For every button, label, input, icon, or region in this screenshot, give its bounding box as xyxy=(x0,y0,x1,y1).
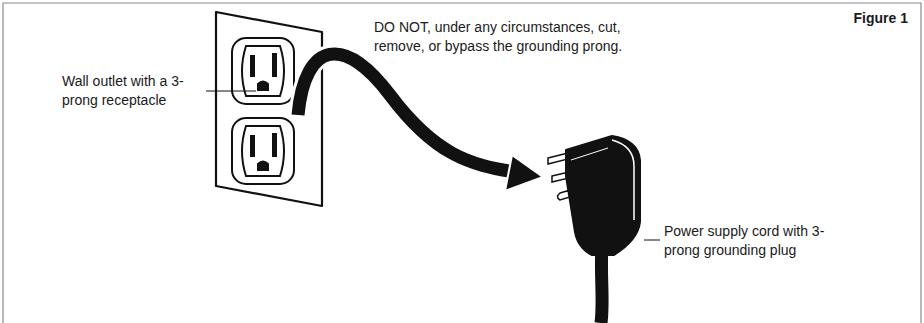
figure-frame xyxy=(3,3,921,323)
part-label: Power supply cord with 3-prong grounding… xyxy=(664,222,839,260)
leader-line xyxy=(206,91,256,92)
plug-body xyxy=(566,136,640,255)
part-label: Wall outlet with a 3-prong receptacle xyxy=(62,72,202,110)
warning-note: DO NOT, under any circumstances, cut, re… xyxy=(374,18,646,56)
leader-line xyxy=(644,240,660,241)
power-cord xyxy=(601,245,602,323)
receptacle xyxy=(232,38,294,104)
curved-arrow xyxy=(298,54,543,191)
figure-number: Figure 1 xyxy=(854,9,908,28)
receptacle xyxy=(232,118,294,184)
